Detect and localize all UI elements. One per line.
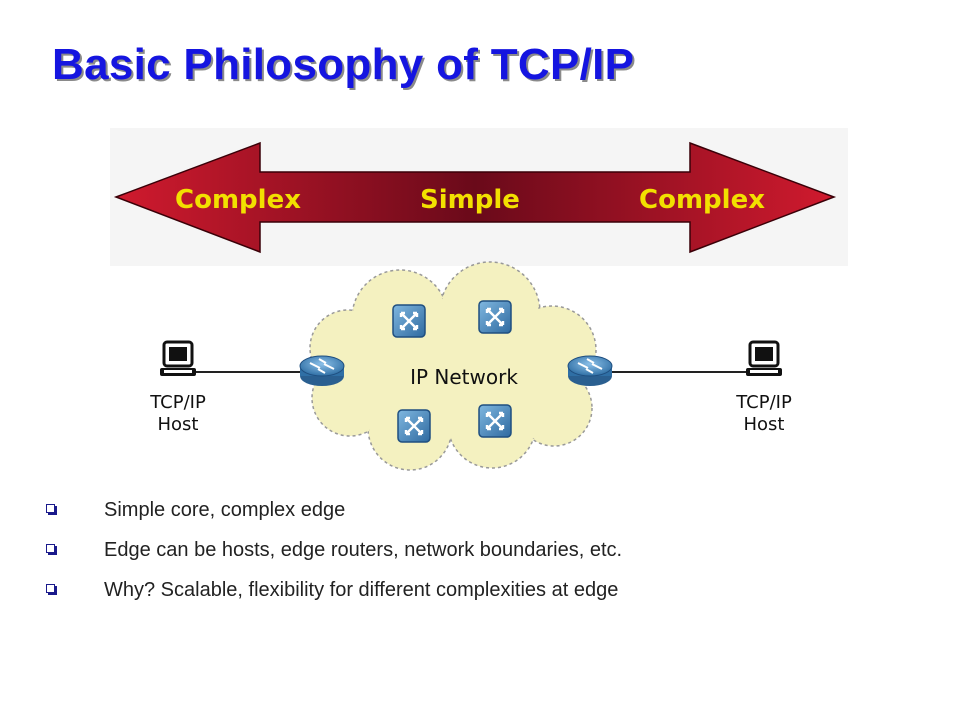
left-host-label-line1: TCP/IP	[149, 392, 206, 413]
left-host-computer-icon	[158, 340, 198, 378]
page-title: Basic Philosophy of TCP/IP	[52, 40, 635, 89]
right-host-computer-icon	[744, 340, 784, 378]
edge-router-right-icon	[567, 355, 613, 387]
arrow-right-label: Complex	[639, 185, 765, 215]
bullet-text: Why? Scalable, flexibility for different…	[104, 579, 619, 601]
arrow-left-label: Complex	[175, 185, 301, 215]
square-bullet-icon	[46, 544, 55, 553]
core-switch-bottom-left-icon	[396, 408, 432, 444]
core-switch-bottom-right-icon	[477, 403, 513, 439]
core-switch-top-right-icon	[477, 299, 513, 335]
core-switch-top-left-icon	[391, 303, 427, 339]
left-host-label-line2: Host	[158, 414, 199, 435]
ip-network-label: IP Network	[410, 365, 518, 389]
arrow-center-label: Simple	[420, 185, 520, 215]
right-host-label-line1: TCP/IP	[735, 392, 792, 413]
square-bullet-icon	[46, 504, 55, 513]
bullet-text: Edge can be hosts, edge routers, network…	[104, 539, 623, 561]
double-arrow	[113, 141, 837, 254]
edge-router-left-icon	[299, 355, 345, 387]
right-host-label-line2: Host	[744, 414, 785, 435]
square-bullet-icon	[46, 584, 55, 593]
bullet-text: Simple core, complex edge	[104, 499, 346, 521]
